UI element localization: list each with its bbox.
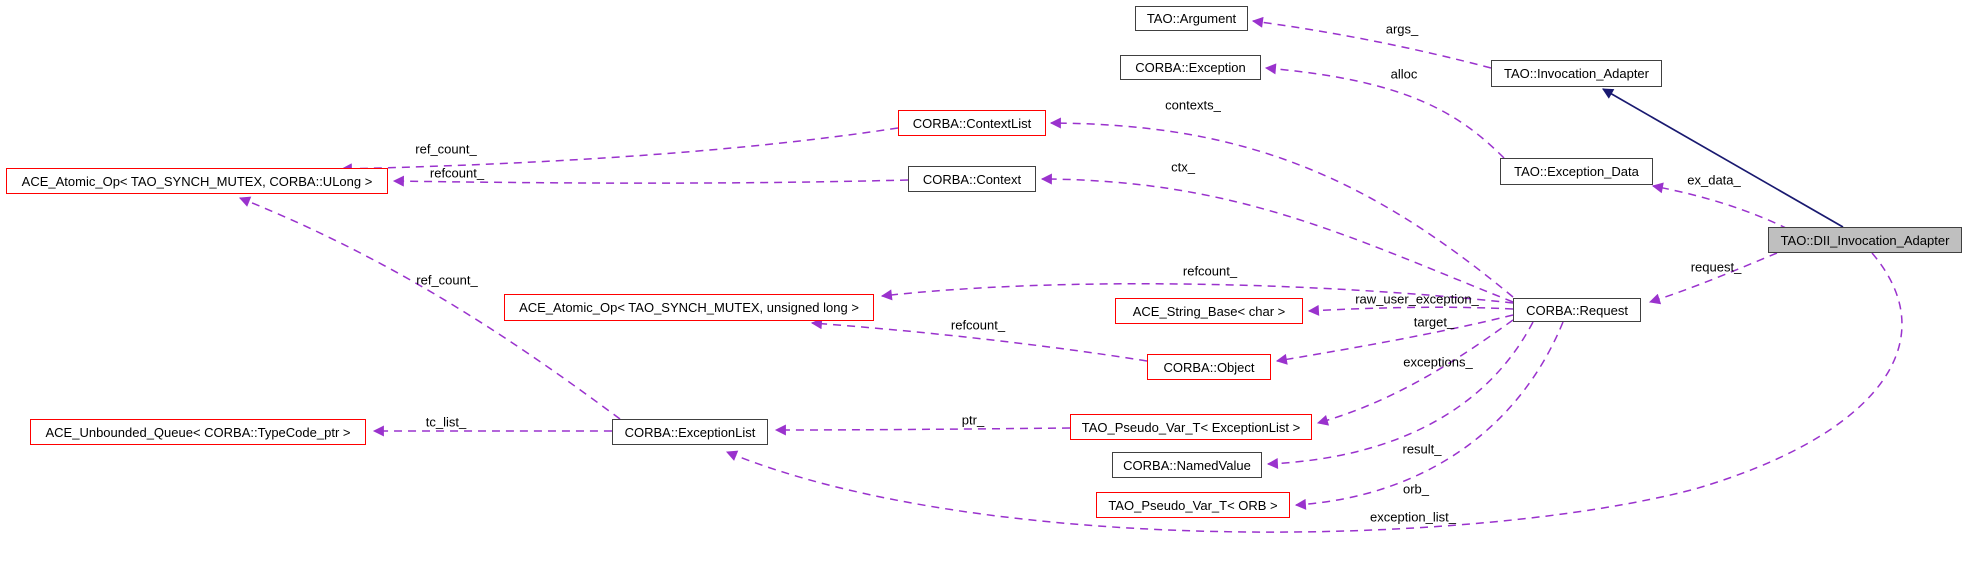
edge-label-raw-user-exception: raw_user_exception_ <box>1355 291 1479 306</box>
class-node-ace-atomic-op-unsigned-long[interactable]: ACE_Atomic_Op< TAO_SYNCH_MUTEX, unsigned… <box>504 294 874 321</box>
edge-label-ctx: ctx_ <box>1171 159 1196 174</box>
class-node-label: TAO_Pseudo_Var_T< ExceptionList > <box>1081 419 1301 435</box>
edge-label-exceptions: exceptions_ <box>1403 354 1473 369</box>
edge-exception-list <box>725 252 1903 533</box>
edge-orb <box>1294 321 1564 510</box>
edge-exceptions <box>1316 319 1514 426</box>
class-node-label: TAO::DII_Invocation_Adapter <box>1780 232 1950 248</box>
edge-ref-count-exceptionlist <box>238 196 621 420</box>
edge-label-args: args_ <box>1386 21 1419 36</box>
class-node-label: ACE_String_Base< char > <box>1132 303 1286 319</box>
edge-label-contexts: contexts_ <box>1165 97 1221 112</box>
class-node-corba-request[interactable]: CORBA::Request <box>1513 298 1641 322</box>
class-node-label: TAO::Argument <box>1146 11 1237 26</box>
edge-label-request: request_ <box>1691 259 1742 274</box>
class-node-tao-invocation-adapter[interactable]: TAO::Invocation_Adapter <box>1491 60 1662 87</box>
class-node-label: TAO::Exception_Data <box>1514 164 1639 179</box>
edge-raw-user-exception <box>1307 304 1514 316</box>
edge-label-ref-count-exceptionlist: ref_count_ <box>416 272 478 287</box>
edge-label-alloc: alloc <box>1391 66 1418 81</box>
edge-label-ref-count-contextlist: ref_count_ <box>415 141 477 156</box>
edge-ex-data <box>1651 182 1789 230</box>
class-node-corba-context[interactable]: CORBA::Context <box>908 166 1036 192</box>
edge-request <box>1648 252 1778 305</box>
class-node-ace-atomic-op-ulong[interactable]: ACE_Atomic_Op< TAO_SYNCH_MUTEX, CORBA::U… <box>6 168 388 194</box>
class-node-label: CORBA::Object <box>1163 359 1255 375</box>
class-node-corba-exception[interactable]: CORBA::Exception <box>1120 55 1261 80</box>
class-node-corba-exceptionlist[interactable]: CORBA::ExceptionList <box>612 419 768 445</box>
edge-label-orb: orb_ <box>1403 481 1430 496</box>
edge-label-target: target_ <box>1414 314 1455 329</box>
class-node-label: CORBA::Context <box>922 171 1022 187</box>
class-node-corba-contextlist[interactable]: CORBA::ContextList <box>898 110 1046 136</box>
class-node-ace-string-base-char[interactable]: ACE_String_Base< char > <box>1115 298 1303 324</box>
class-node-tao-dii-invocation-adapter: TAO::DII_Invocation_Adapter <box>1768 227 1962 253</box>
edge-inherit-dii-invocation-adapter <box>1602 88 1844 228</box>
class-node-label: ACE_Atomic_Op< TAO_SYNCH_MUTEX, unsigned… <box>519 300 859 315</box>
edge-label-refcount-object: refcount_ <box>951 317 1006 332</box>
class-node-label: CORBA::Request <box>1526 302 1628 318</box>
class-node-corba-object[interactable]: CORBA::Object <box>1147 354 1271 380</box>
class-node-label: TAO_Pseudo_Var_T< ORB > <box>1108 497 1278 513</box>
class-node-tao-exception-data[interactable]: TAO::Exception_Data <box>1500 158 1653 185</box>
edge-refcount-object <box>810 318 1148 362</box>
class-node-label: CORBA::ContextList <box>912 115 1032 131</box>
edge-refcount-context <box>392 175 909 187</box>
class-node-label: CORBA::Exception <box>1135 60 1246 75</box>
edge-label-ptr: ptr_ <box>962 412 985 427</box>
edge-label-refcount-request: refcount_ <box>1183 263 1238 278</box>
class-node-tao-pseudo-var-t-exceptionlist[interactable]: TAO_Pseudo_Var_T< ExceptionList > <box>1070 414 1312 440</box>
edge-args <box>1251 16 1492 69</box>
class-node-label: ACE_Unbounded_Queue< CORBA::TypeCode_ptr… <box>45 424 351 440</box>
class-node-label: CORBA::ExceptionList <box>624 424 756 440</box>
edge-label-result: result_ <box>1402 441 1442 456</box>
class-node-tao-argument[interactable]: TAO::Argument <box>1135 6 1248 31</box>
edge-ptr <box>774 424 1071 436</box>
edge-label-ex-data: ex_data_ <box>1687 172 1741 187</box>
class-node-ace-unbounded-queue[interactable]: ACE_Unbounded_Queue< CORBA::TypeCode_ptr… <box>30 419 366 445</box>
class-node-label: TAO::Invocation_Adapter <box>1503 66 1649 81</box>
edge-result <box>1266 321 1534 470</box>
edge-label-refcount-context: refcount_ <box>430 165 485 180</box>
class-node-tao-pseudo-var-t-orb[interactable]: TAO_Pseudo_Var_T< ORB > <box>1096 492 1290 518</box>
class-node-label: ACE_Atomic_Op< TAO_SYNCH_MUTEX, CORBA::U… <box>21 173 373 189</box>
edge-contexts <box>1049 117 1514 298</box>
edge-ctx <box>1040 173 1514 303</box>
edge-target <box>1275 314 1514 365</box>
class-node-label: CORBA::NamedValue <box>1123 457 1251 473</box>
edge-alloc <box>1264 63 1505 159</box>
edge-refcount-request <box>880 282 1514 304</box>
edge-label-exception-list: exception_list_ <box>1370 509 1457 524</box>
edge-label-tc-list: tc_list_ <box>426 414 467 429</box>
class-node-corba-namedvalue[interactable]: CORBA::NamedValue <box>1112 452 1262 478</box>
